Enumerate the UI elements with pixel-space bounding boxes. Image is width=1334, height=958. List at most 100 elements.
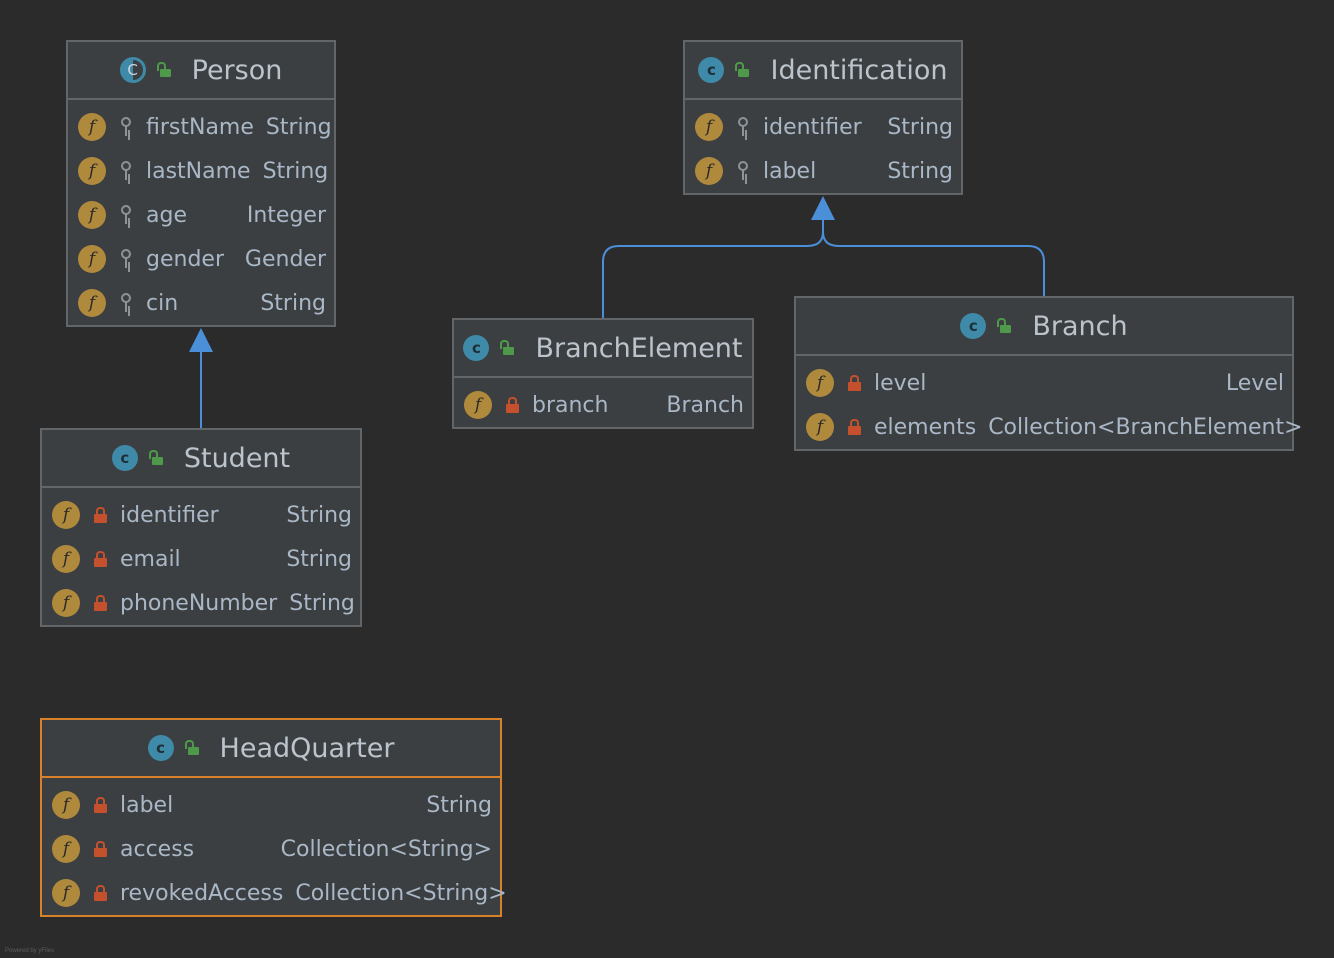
class-title: Identification	[770, 54, 948, 86]
field-icon: f	[52, 835, 80, 863]
field-type: String	[887, 158, 953, 184]
field-row[interactable]: f email String	[42, 537, 360, 581]
field-type: Gender	[244, 246, 326, 272]
class-icon: c	[698, 57, 725, 83]
field-icon: f	[78, 201, 106, 229]
field-icon: f	[695, 157, 723, 185]
field-icon: f	[464, 391, 492, 419]
field-type: Level	[1225, 370, 1284, 396]
field-list: f identifier String f email String f pho…	[42, 488, 360, 625]
class-title: HeadQuarter	[219, 732, 395, 764]
footer-credit: Powered by yFiles	[5, 948, 55, 954]
open-lock-icon	[734, 62, 750, 78]
key-icon	[121, 161, 131, 181]
lock-icon	[93, 841, 107, 857]
field-row[interactable]: f revokedAccess Collection<String>	[42, 871, 507, 915]
edge-branch-identification[interactable]	[822, 231, 1045, 296]
field-list: f firstName String f lastName String f a…	[68, 100, 334, 325]
class-header: c Identification	[685, 42, 961, 100]
class-title: Student	[183, 442, 291, 474]
field-type: String	[260, 290, 326, 316]
field-type: String	[289, 590, 355, 616]
lock-icon	[93, 885, 107, 901]
field-list: f branch Branch	[454, 378, 752, 427]
class-header: c Branch	[796, 298, 1292, 356]
field-icon: f	[78, 289, 106, 317]
class-icon: c	[463, 335, 490, 361]
field-row[interactable]: f label String	[42, 783, 500, 827]
edge-branchelement-identification[interactable]	[602, 220, 824, 318]
inheritance-arrowhead	[811, 196, 835, 220]
field-type: String	[265, 114, 332, 140]
field-row[interactable]: f age Integer	[68, 193, 334, 237]
lock-icon	[847, 375, 861, 391]
class-header: c Student	[42, 430, 360, 488]
field-row[interactable]: f level Level	[796, 361, 1292, 405]
field-row[interactable]: f identifier String	[685, 105, 961, 149]
field-icon: f	[78, 157, 106, 185]
key-icon	[738, 161, 748, 181]
field-icon: f	[52, 879, 80, 907]
class-node-branch-element[interactable]: c BranchElement f branch Branch	[452, 318, 754, 429]
key-icon	[121, 249, 131, 269]
field-name: identifier	[763, 114, 862, 140]
field-name: access	[120, 836, 195, 862]
field-row[interactable]: f phoneNumber String	[42, 581, 360, 625]
field-icon: f	[52, 501, 80, 529]
lock-icon	[847, 419, 861, 435]
field-row[interactable]: f cin String	[68, 281, 334, 325]
field-row[interactable]: f identifier String	[42, 493, 360, 537]
key-icon	[738, 117, 748, 137]
field-type: String	[286, 546, 352, 572]
field-icon: f	[52, 545, 80, 573]
field-row[interactable]: f elements Collection<BranchElement>	[796, 405, 1303, 449]
field-row[interactable]: f branch Branch	[454, 383, 752, 427]
key-icon	[121, 293, 131, 313]
class-node-branch[interactable]: c Branch f level Level f elements Collec…	[794, 296, 1303, 451]
field-name: label	[120, 792, 174, 818]
field-icon: f	[806, 369, 834, 397]
open-lock-icon	[184, 740, 200, 756]
field-name: label	[763, 158, 817, 184]
field-name: cin	[146, 290, 179, 316]
field-row[interactable]: f label String	[685, 149, 961, 193]
field-name: email	[120, 546, 181, 572]
field-list: f identifier String f label String	[685, 100, 961, 193]
field-row[interactable]: f gender Gender	[68, 237, 334, 281]
field-icon: f	[78, 113, 106, 141]
field-name: lastName	[146, 158, 251, 184]
lock-icon	[505, 397, 519, 413]
field-icon: f	[695, 113, 723, 141]
field-type: Collection<BranchElement>	[988, 414, 1303, 440]
field-row[interactable]: f access Collection<String>	[42, 827, 500, 871]
field-type: Integer	[246, 202, 326, 228]
field-icon: f	[806, 413, 834, 441]
field-name: gender	[146, 246, 224, 272]
field-name: phoneNumber	[120, 590, 278, 616]
class-node-student[interactable]: c Student f identifier String f email St…	[40, 428, 362, 627]
class-node-identification[interactable]: c Identification f identifier String f l…	[683, 40, 963, 195]
class-icon: c	[147, 735, 174, 761]
field-name: revokedAccess	[120, 880, 284, 906]
field-name: firstName	[146, 114, 254, 140]
field-name: branch	[532, 392, 609, 418]
field-type: String	[262, 158, 329, 184]
field-row[interactable]: f firstName String	[68, 105, 334, 149]
class-title: Branch	[1032, 310, 1128, 342]
field-type: String	[286, 502, 352, 528]
open-lock-icon	[156, 62, 172, 78]
open-lock-icon	[148, 450, 164, 466]
key-icon	[121, 205, 131, 225]
lock-icon	[93, 551, 107, 567]
field-type: String	[426, 792, 492, 818]
class-node-head-quarter[interactable]: c HeadQuarter f label String f access Co…	[40, 718, 507, 917]
abstract-class-icon: C	[119, 57, 146, 83]
class-node-person[interactable]: C Person f firstName String f lastName S…	[66, 40, 336, 327]
field-type: Collection<String>	[280, 836, 492, 862]
field-type: String	[887, 114, 953, 140]
class-title: Person	[191, 54, 283, 86]
field-row[interactable]: f lastName String	[68, 149, 334, 193]
field-name: level	[874, 370, 927, 396]
field-type: Collection<String>	[295, 880, 507, 906]
inheritance-arrowhead	[189, 328, 213, 352]
